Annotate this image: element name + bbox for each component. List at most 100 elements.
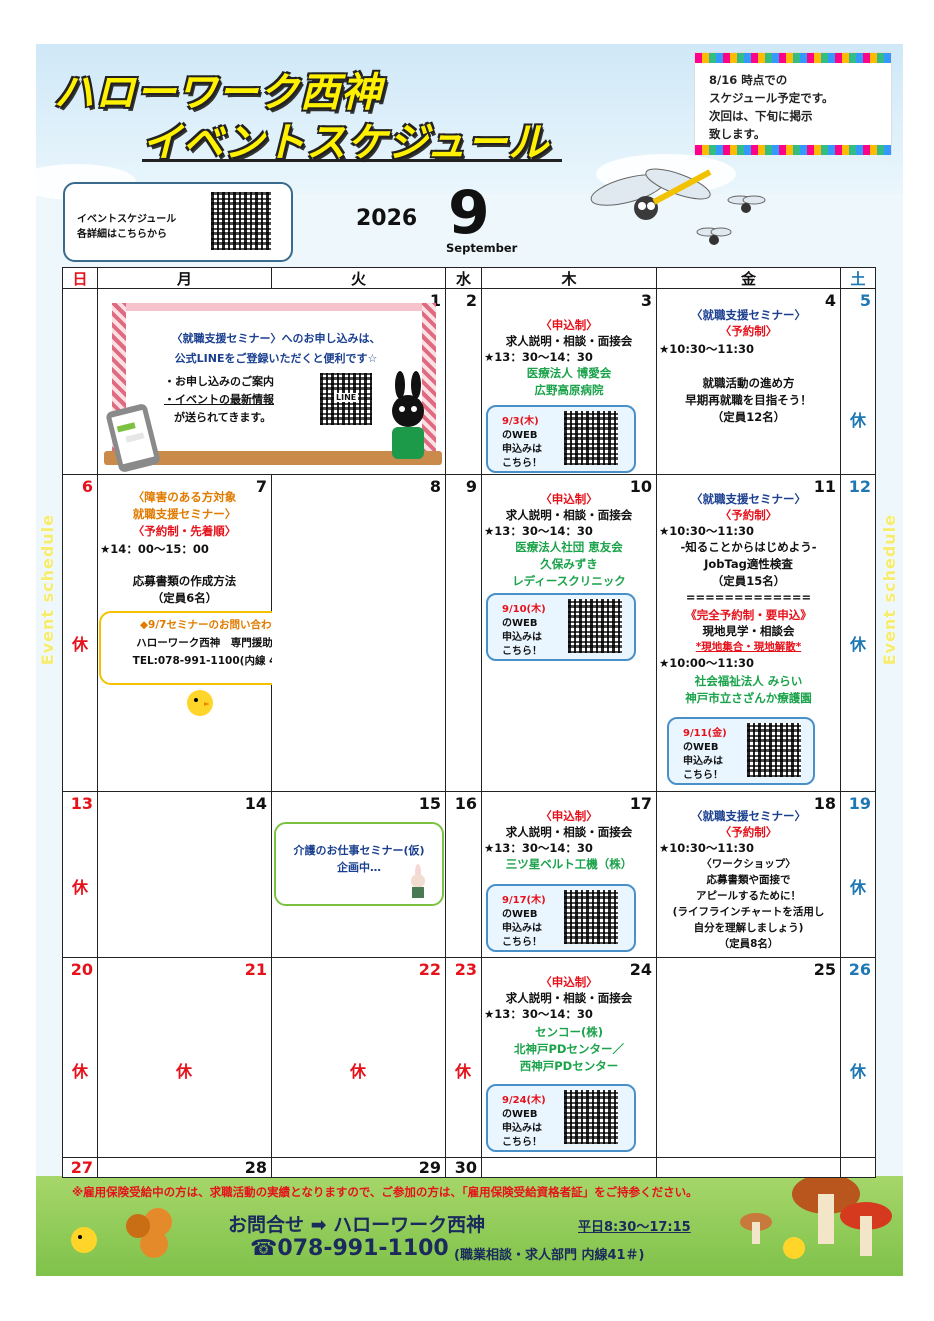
holiday-mark: 休 [850, 411, 867, 430]
event-time: ★10:30～11:30 [659, 524, 755, 538]
web-apply-box[interactable]: 9/3(木)のWEB 申込みは こちら！ [486, 405, 636, 473]
event-tag: 〈申込制〉 [540, 492, 598, 506]
day-cell: 9 [446, 475, 482, 792]
event-title: 求人説明・相談・面接会 [505, 334, 633, 348]
apply-text: のWEB 申込みは こちら！ [502, 1109, 542, 1148]
banner-line-1: 〈就職支援セミナー〉へのお申し込みは、 公式LINEをご登録いただくと便利です☆ [171, 332, 381, 365]
event-title-2: 現地見学・相談会 [702, 624, 795, 638]
apply-date: 9/24(木) [502, 1095, 546, 1106]
event-body: 就職活動の進め方 早期再就職を目指そう！ （定員12名） [685, 376, 812, 424]
day-number: 27 [70, 1158, 93, 1177]
web-apply-box[interactable]: 9/10(木)のWEB 申込みは こちら！ [486, 593, 636, 661]
chick-icon [187, 690, 213, 716]
web-apply-box[interactable]: 9/24(木) のWEB 申込みは こちら！ [486, 1084, 636, 1152]
qr-code-icon[interactable] [568, 599, 622, 653]
apply-date: 9/3(木) [502, 416, 539, 427]
day-number: 23 [454, 960, 477, 979]
side-label-right: Event schedule [880, 514, 899, 666]
day-cell: 21 休 [98, 958, 272, 1158]
day-cell: 2 [446, 289, 482, 475]
web-apply-box[interactable]: 9/11(金)のWEB 申込みは こちら！ [667, 717, 815, 785]
day-cell: 5 休 [841, 289, 876, 475]
event-head: 〈障害のある方対象 就職支援セミナー〉 [132, 490, 237, 521]
event-head: 〈就職支援セミナー〉 [691, 308, 806, 322]
banner-bullet-3: が送られてきます。 [174, 411, 272, 424]
day-number: 21 [244, 960, 267, 979]
holiday-mark: 休 [72, 878, 89, 897]
event-body: 〈ワークショップ〉 応募書類や面接で アピールするために！ (ライフラインチャー… [672, 858, 825, 950]
event-time: ★13：30～14：30 [484, 1007, 593, 1021]
chick-icon [71, 1227, 97, 1253]
day-cell [482, 1158, 657, 1178]
qr-line-label: LINE [334, 393, 359, 402]
dragonfly-icon [696, 227, 732, 245]
notice-box: 8/16 時点での スケジュール予定です。 次回は、下旬に掲示 致します。 [694, 52, 892, 155]
event-org: 医療法人 博愛会 広野高原病院 [526, 366, 612, 397]
day-number: 10 [629, 477, 652, 496]
qr-code-icon[interactable] [211, 192, 271, 250]
web-apply-box[interactable]: 9/17(木)のWEB 申込みは こちら！ [486, 884, 636, 952]
detail-text: イベントスケジュール 各詳細はこちらから [77, 214, 177, 240]
day-number: 1 [429, 291, 441, 310]
day-number: 13 [70, 794, 93, 813]
qr-code-icon[interactable] [564, 890, 618, 944]
weekday-sat: 土 [841, 267, 876, 289]
event-org: センコー(株) 北神戸PDセンター／ 西神戸PDセンター [514, 1025, 624, 1073]
qr-code-icon[interactable] [564, 1090, 618, 1144]
day-number: 22 [418, 960, 441, 979]
day-cell: 30 [446, 1158, 482, 1178]
day-cell: 13 休 [62, 792, 98, 958]
footer-contact: お問合せ ➡ ハローワーク西神 [228, 1214, 486, 1236]
day-number: 20 [70, 960, 93, 979]
event-org: 医療法人社団 恵友会 久保みずき レディースクリニック [512, 540, 626, 588]
banner-border-right [422, 303, 436, 463]
day-number: 26 [848, 960, 871, 979]
day-number: 14 [244, 794, 267, 813]
day-number: 15 [418, 794, 441, 813]
qr-code-icon[interactable] [747, 723, 801, 777]
event-tag: 〈予約制〉 [719, 825, 778, 839]
title-underline [142, 159, 562, 162]
banner-shelf [104, 451, 442, 465]
day-cell: 4 〈就職支援セミナー〉 〈予約制〉 ★10:30～11:30 就職活動の進め方… [657, 289, 841, 475]
apply-text: のWEB 申込みは こちら！ [683, 742, 723, 781]
banner-bullet-1: ・お申し込みのご案内 [164, 375, 274, 388]
day-cell: 3 〈申込制〉 求人説明・相談・面接会 ★13：30～14：30 医療法人 博愛… [482, 289, 657, 475]
footer-tel[interactable]: ☎078-991-1100 [250, 1236, 449, 1261]
event-tag: 〈申込制〉 [540, 809, 598, 823]
event-time: ★13：30～14：30 [484, 524, 593, 538]
banner-border-top [126, 303, 422, 311]
mushroom-icon [740, 1174, 892, 1259]
day-cell: 18 〈就職支援セミナー〉 〈予約制〉 ★10:30～11:30 〈ワークショッ… [657, 792, 841, 958]
event-time: ★10:30～11:30 [659, 841, 755, 855]
qr-code-icon[interactable] [564, 411, 618, 465]
planning-text: 介護のお仕事セミナー(仮) 企画中… [293, 844, 425, 874]
event-head: 〈就職支援セミナー〉 [691, 809, 806, 823]
day-cell: 10 〈申込制〉 求人説明・相談・面接会 ★13：30～14：30 医療法人社団… [482, 475, 657, 792]
day-number: 18 [813, 794, 836, 813]
detail-qr-box[interactable]: イベントスケジュール 各詳細はこちらから [63, 182, 293, 262]
event-org: 三ツ星ベルト工機（株） [505, 857, 633, 871]
day-number: 24 [629, 960, 652, 979]
day-number: 3 [640, 291, 652, 310]
calendar-month: 9 [448, 178, 490, 248]
planning-box: 介護のお仕事セミナー(仮) 企画中… [274, 822, 444, 906]
weekday-thu: 木 [482, 267, 657, 289]
day-cell: 28 [98, 1158, 272, 1178]
weekday-mon: 月 [98, 267, 272, 289]
day-number: 30 [454, 1158, 477, 1177]
event-org-2: 社会福祉法人 みらい 神戸市立さざんか療護園 [685, 674, 812, 705]
line-banner: 〈就職支援セミナー〉へのお申し込みは、 公式LINEをご登録いただくと便利です☆… [104, 297, 442, 472]
day-cell: 24 〈申込制〉 求人説明・相談・面接会 ★13：30～14：30 センコー(株… [482, 958, 657, 1158]
holiday-mark: 休 [850, 635, 867, 654]
day-number: 29 [418, 1158, 441, 1177]
title-line-1: ハローワーク西神 [54, 70, 382, 116]
day-number: 5 [859, 291, 871, 310]
event-time: ★13：30～14：30 [484, 841, 593, 855]
calendar-grid: 日 月 火 水 木 金 土 1 2 3 〈申込制〉 求人説明・相談・面接会 ★1… [62, 267, 876, 1178]
day-number: 25 [813, 960, 836, 979]
day-cell [841, 1158, 876, 1178]
day-cell: 19 休 [841, 792, 876, 958]
day-number: 12 [848, 477, 871, 496]
event-head: 〈就職支援セミナー〉 [691, 492, 806, 506]
